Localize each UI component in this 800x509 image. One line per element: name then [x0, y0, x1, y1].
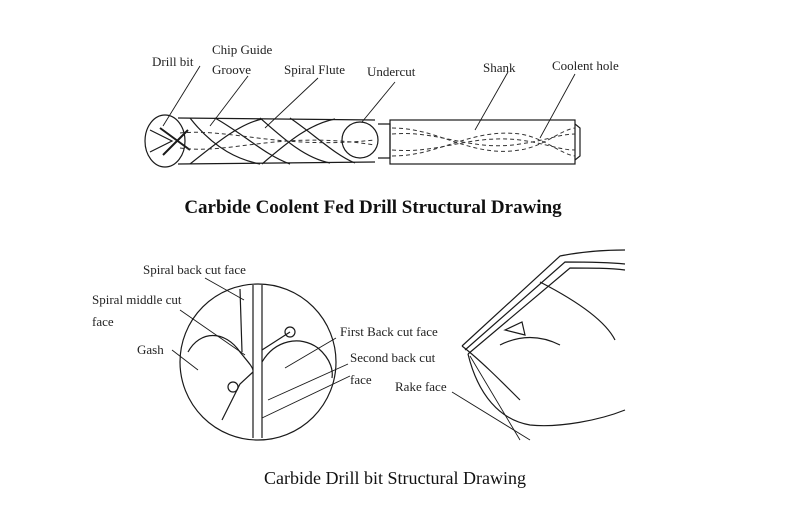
flute-curve-4	[289, 117, 356, 164]
coolant-hole-left	[227, 381, 239, 393]
profile-lower-curve	[467, 353, 626, 427]
coolant-hole-right	[284, 326, 296, 338]
left-back-cut	[239, 288, 243, 353]
profile-top-edge-2	[464, 261, 626, 351]
top-title: Carbide Coolent Fed Drill Structural Dra…	[184, 197, 562, 218]
cross-section	[179, 283, 337, 441]
flute-bottom-edge	[177, 161, 376, 165]
rake-leader-2	[469, 355, 521, 441]
undercut-circle	[341, 121, 379, 159]
left-gash-curve	[187, 335, 254, 371]
flute-curve-2	[214, 117, 291, 165]
profile-top-edge	[461, 249, 626, 347]
label-gash: Gash	[137, 342, 164, 357]
profile-top-edge-3	[467, 267, 626, 355]
side-profile	[451, 249, 626, 441]
rake-leader	[451, 391, 531, 441]
bottom-title: Carbide Drill bit Structural Drawing	[264, 468, 526, 488]
label-coolent-hole: Coolent hole	[552, 58, 619, 73]
flute-top-edge	[177, 117, 376, 121]
profile-inner-curve	[539, 281, 616, 341]
profile-notch	[503, 321, 526, 336]
shank-end	[574, 123, 581, 161]
label-spiral-flute: Spiral Flute	[284, 62, 345, 77]
label-first-back-cut-face: First Back cut face	[340, 324, 438, 339]
undercut-neck	[378, 123, 391, 159]
label-shank: Shank	[483, 60, 516, 75]
drill-body	[144, 114, 581, 168]
tip-cutting-edges	[159, 127, 191, 156]
label-second-back-cut-1: Second back cut	[350, 350, 436, 365]
label-chip-guide-1: Chip Guide	[212, 42, 273, 57]
profile-inner-arc	[499, 336, 561, 346]
coolant-channel-2	[179, 139, 376, 150]
top-leader-lines	[162, 65, 576, 139]
flute-curve-3	[259, 117, 331, 164]
label-spiral-middle-cut-2: face	[92, 314, 114, 329]
shank-coolant-3	[391, 133, 576, 147]
label-spiral-back-cut-face: Spiral back cut face	[143, 262, 246, 277]
profile-rake	[461, 345, 521, 401]
flute-curve-1	[189, 117, 261, 165]
left-lower-edge	[221, 371, 254, 421]
label-spiral-middle-cut-1: Spiral middle cut	[92, 292, 182, 307]
cross-section-circle	[179, 283, 337, 441]
shank-coolant-2	[391, 132, 576, 157]
label-rake-face: Rake face	[395, 379, 447, 394]
shank-coolant-1	[391, 127, 576, 152]
label-second-back-cut-2: face	[350, 372, 372, 387]
drill-tip-circle	[144, 114, 186, 168]
label-chip-guide-2: Groove	[212, 62, 251, 77]
tip-point	[149, 129, 174, 153]
label-undercut: Undercut	[367, 64, 416, 79]
flute-curve-6	[261, 118, 336, 165]
label-drill-bit: Drill bit	[152, 54, 194, 69]
shank-outline	[389, 119, 576, 165]
bottom-leader-lines	[171, 277, 351, 419]
